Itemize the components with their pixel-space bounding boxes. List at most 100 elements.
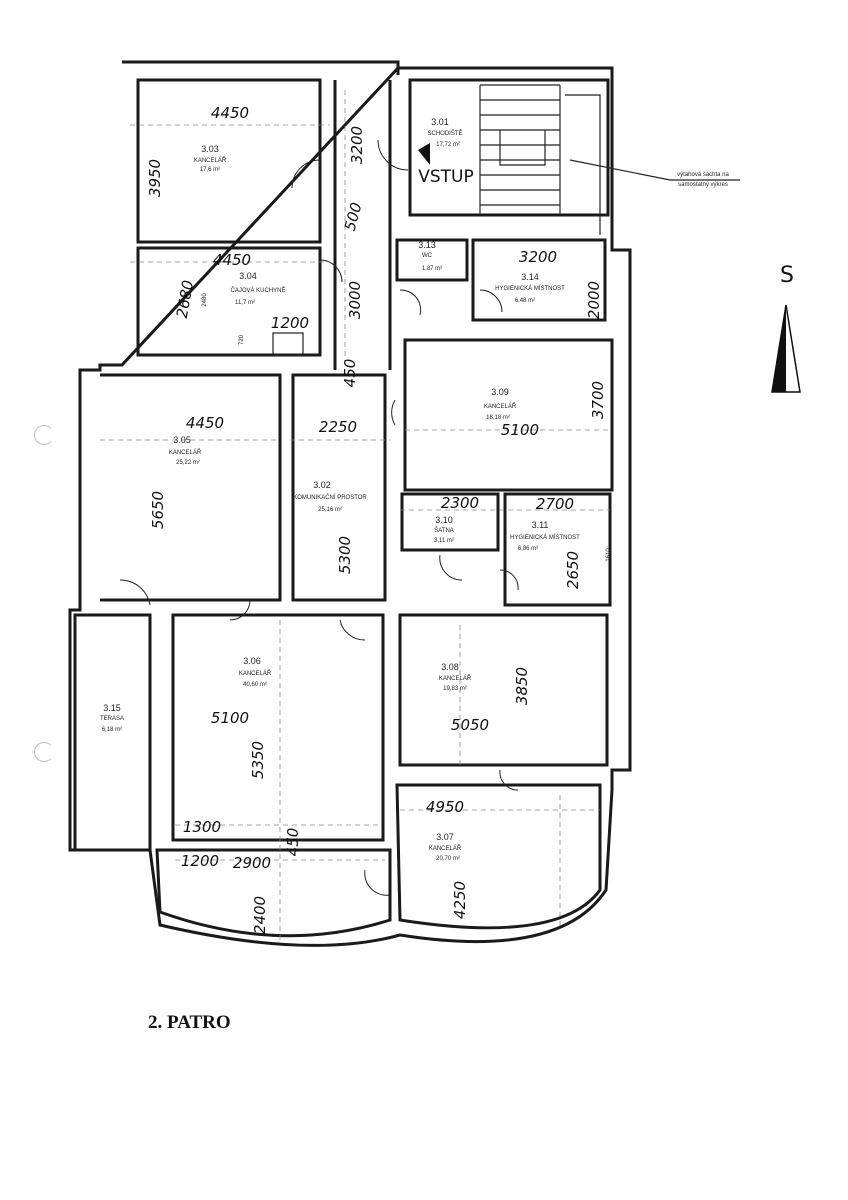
svg-text:3,11 m²: 3,11 m² [434, 538, 454, 544]
svg-text:20,70 m²: 20,70 m² [436, 856, 460, 862]
svg-text:17,72 m²: 17,72 m² [436, 142, 460, 148]
binder-hole [34, 425, 54, 445]
svg-text:5300: 5300 [336, 536, 354, 574]
svg-text:3.03: 3.03 [201, 144, 219, 154]
svg-text:19,83 m²: 19,83 m² [443, 686, 467, 692]
svg-text:450: 450 [341, 359, 359, 388]
svg-text:3.01: 3.01 [431, 117, 449, 127]
svg-text:KANCELÁŘ: KANCELÁŘ [194, 156, 227, 164]
north-arrow: S [771, 263, 801, 393]
svg-text:výtahová šachta na: výtahová šachta na [677, 172, 729, 178]
svg-text:3700: 3700 [589, 381, 607, 419]
entrance-arrow-icon [418, 143, 430, 165]
svg-text:500: 500 [341, 201, 366, 233]
svg-text:3.10: 3.10 [435, 515, 453, 525]
svg-text:ŠATNA: ŠATNA [434, 527, 454, 534]
svg-text:3000: 3000 [346, 281, 364, 319]
svg-text:SCHODIŠTĚ: SCHODIŠTĚ [427, 129, 462, 137]
dimension-labels: 4450 3950 3200 500 4450 2680 2480 1200 7… [146, 104, 612, 934]
dimension-lines [100, 90, 612, 940]
svg-text:1,87 m²: 1,87 m² [422, 266, 442, 272]
svg-text:1200: 1200 [271, 314, 309, 332]
svg-text:TERASA: TERASA [100, 716, 124, 722]
svg-text:3850: 3850 [513, 667, 531, 705]
svg-text:3.11: 3.11 [532, 520, 549, 530]
svg-text:25,22 m²: 25,22 m² [176, 460, 200, 466]
svg-text:4450: 4450 [213, 251, 251, 269]
svg-text:6,86 m²: 6,86 m² [518, 546, 538, 552]
svg-text:2480: 2480 [202, 293, 208, 307]
svg-text:6,18 m²: 6,18 m² [102, 727, 122, 733]
svg-text:3.06: 3.06 [243, 656, 261, 666]
svg-text:3200: 3200 [519, 248, 557, 266]
svg-text:3950: 3950 [146, 159, 164, 197]
svg-text:HYGIENICKÁ MÍSTNOST: HYGIENICKÁ MÍSTNOST [495, 285, 565, 292]
svg-text:450: 450 [284, 828, 302, 857]
svg-text:3.15: 3.15 [103, 703, 121, 713]
svg-text:720: 720 [239, 334, 245, 345]
svg-text:KANCELÁŘ: KANCELÁŘ [439, 674, 472, 682]
svg-text:KANCELÁŘ: KANCELÁŘ [239, 669, 272, 677]
svg-text:5650: 5650 [149, 491, 167, 529]
svg-text:3200: 3200 [348, 126, 366, 164]
svg-text:KOMUNIKAČNÍ PROSTOR: KOMUNIKAČNÍ PROSTOR [293, 494, 367, 501]
svg-text:2650: 2650 [564, 551, 582, 589]
svg-text:2900: 2900 [233, 854, 271, 872]
svg-text:HYGIENICKÁ MÍSTNOST: HYGIENICKÁ MÍSTNOST [510, 534, 580, 541]
svg-text:3.05: 3.05 [173, 435, 191, 445]
svg-text:4450: 4450 [186, 414, 224, 432]
door-swings [119, 139, 519, 896]
svg-text:ČAJOVÁ KUCHYNĚ: ČAJOVÁ KUCHYNĚ [230, 286, 285, 294]
svg-text:2300: 2300 [441, 494, 479, 512]
svg-text:KANCELÁŘ: KANCELÁŘ [484, 402, 517, 410]
svg-text:5350: 5350 [249, 741, 267, 779]
svg-text:1200: 1200 [181, 852, 219, 870]
svg-text:18,18 m²: 18,18 m² [486, 415, 510, 421]
svg-text:1300: 1300 [183, 818, 221, 836]
svg-text:3.09: 3.09 [491, 387, 509, 397]
floor-title: 2. PATRO [148, 1012, 231, 1033]
entrance-label: VSTUP [418, 167, 474, 187]
svg-text:2680: 2680 [173, 279, 197, 320]
svg-text:KANCELÁŘ: KANCELÁŘ [169, 448, 202, 456]
svg-text:11,7 m²: 11,7 m² [235, 300, 255, 306]
svg-text:4250: 4250 [451, 881, 469, 919]
binder-hole [34, 742, 54, 762]
svg-text:4950: 4950 [426, 798, 464, 816]
svg-text:2400: 2400 [251, 896, 269, 934]
svg-text:3.07: 3.07 [436, 832, 454, 842]
svg-text:5100: 5100 [501, 421, 539, 439]
svg-text:25,16 m²: 25,16 m² [318, 507, 342, 513]
north-label: S [780, 263, 794, 288]
outer-wall [68, 60, 632, 947]
elevator-note: výtahová šachta na samostatný výkres [569, 159, 740, 188]
svg-text:3.04: 3.04 [239, 271, 257, 281]
svg-text:KANCELÁŘ: KANCELÁŘ [429, 844, 462, 852]
svg-text:2000: 2000 [585, 281, 603, 319]
svg-text:2700: 2700 [536, 495, 574, 513]
svg-text:5100: 5100 [211, 709, 249, 727]
svg-text:6,48 m²: 6,48 m² [515, 298, 535, 304]
inner-wall [73, 78, 614, 938]
svg-text:3.02: 3.02 [313, 480, 331, 490]
svg-text:40,60 m²: 40,60 m² [243, 682, 267, 688]
svg-text:3.13: 3.13 [418, 240, 436, 250]
svg-text:17,6 m²: 17,6 m² [200, 167, 220, 173]
svg-text:5050: 5050 [451, 716, 489, 734]
svg-text:3.14: 3.14 [521, 272, 539, 282]
staircase [479, 84, 601, 235]
svg-text:samostatný výkres: samostatný výkres [678, 182, 728, 188]
